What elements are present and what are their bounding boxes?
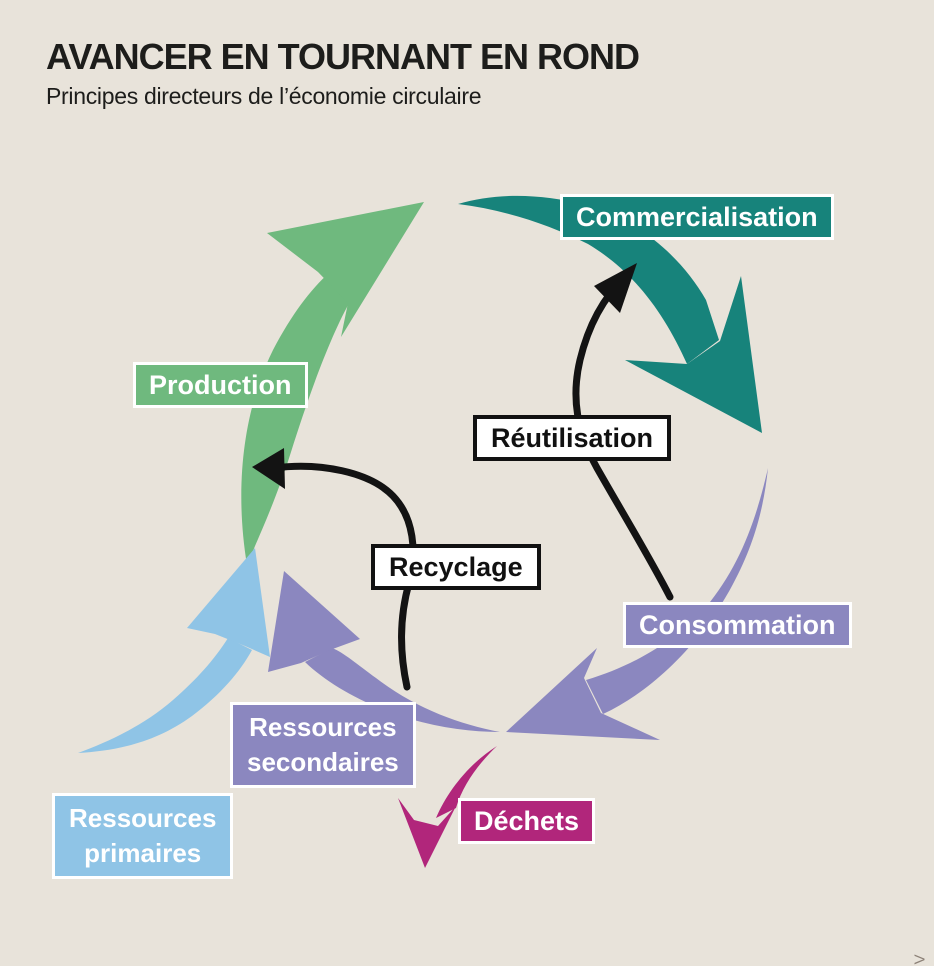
- copyright-credit: © ATLAS DE L’EAU 2026 / BMUV: [911, 954, 928, 966]
- node-ressources-primaires-line2: primaires: [84, 838, 202, 869]
- node-ressources-secondaires: Ressources secondaires: [230, 702, 416, 789]
- node-reutilisation: Réutilisation: [473, 415, 672, 462]
- node-consommation-label: Consommation: [639, 610, 836, 640]
- header: AVANCER EN TOURNANT EN ROND Principes di…: [46, 36, 640, 109]
- node-recyclage: Recyclage: [371, 544, 541, 591]
- dechets-arrow: [398, 746, 497, 868]
- consommation-to-ressources-secondaires-arrow: [506, 468, 768, 740]
- node-production: Production: [133, 362, 308, 409]
- node-dechets: Déchets: [458, 798, 596, 845]
- node-ressources-secondaires-line1: Ressources: [249, 712, 397, 742]
- node-reutilisation-label: Réutilisation: [491, 423, 654, 453]
- production-to-commercialisation-arrow: [241, 202, 424, 565]
- node-ressources-primaires: Ressources primaires: [52, 793, 234, 880]
- node-recyclage-label: Recyclage: [389, 552, 523, 582]
- node-commercialisation: Commercialisation: [560, 194, 834, 241]
- node-commercialisation-label: Commercialisation: [576, 202, 818, 232]
- ressources-primaires-up-arrow: [78, 548, 270, 753]
- page-subtitle: Principes directeurs de l’économie circu…: [46, 82, 482, 109]
- ressources-secondaires-up-arrow: [268, 571, 500, 732]
- node-ressources-secondaires-line2: secondaires: [247, 747, 399, 778]
- node-production-label: Production: [149, 370, 292, 400]
- node-dechets-label: Déchets: [474, 806, 580, 836]
- node-consommation: Consommation: [623, 602, 852, 649]
- recyclage-arrow: [252, 448, 417, 691]
- node-ressources-primaires-line1: Ressources: [69, 803, 217, 833]
- page-title: AVANCER EN TOURNANT EN ROND: [46, 36, 640, 77]
